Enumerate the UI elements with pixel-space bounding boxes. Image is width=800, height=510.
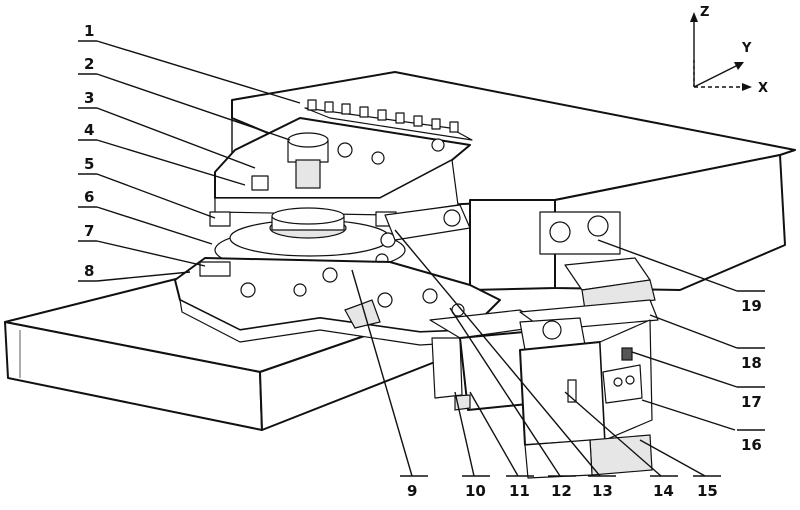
callout-18: 18 [741, 354, 762, 372]
axis-x-label: X [758, 81, 768, 96]
callout-11: 11 [509, 482, 530, 500]
callout-16: 16 [741, 436, 762, 454]
callout-15: 15 [697, 482, 718, 500]
callout-3: 3 [84, 89, 94, 107]
leader-16 [642, 400, 735, 430]
leader-18 [650, 315, 737, 348]
callout-8: 8 [84, 262, 94, 280]
callout-2: 2 [84, 55, 94, 73]
callout-13: 13 [592, 482, 613, 500]
callout-9: 9 [407, 482, 417, 500]
callout-12: 12 [551, 482, 572, 500]
callout-17: 17 [741, 393, 762, 411]
axis-indicator: Z Y X [690, 5, 768, 96]
leader-7 [97, 241, 205, 266]
callout-6: 6 [84, 188, 94, 206]
callout-5: 5 [84, 155, 94, 173]
leader-5 [97, 174, 215, 218]
axis-y-label: Y [741, 41, 752, 56]
leader-1 [97, 41, 300, 103]
callout-14: 14 [653, 482, 674, 500]
callout-1: 1 [84, 22, 94, 40]
callout-7: 7 [84, 222, 94, 240]
callout-10: 10 [465, 482, 486, 500]
callout-19: 19 [741, 297, 762, 315]
callout-4: 4 [84, 121, 94, 139]
axis-z-label: Z [700, 5, 709, 20]
leader-6 [97, 207, 212, 244]
